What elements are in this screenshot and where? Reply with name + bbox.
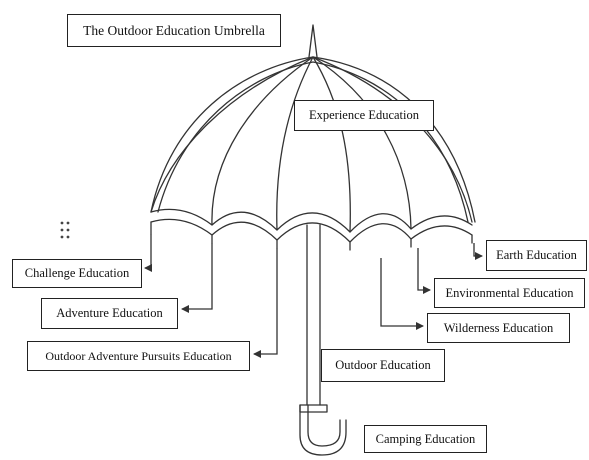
connector-adventure (181, 243, 213, 313)
label-environmental-education: Environmental Education (434, 278, 585, 308)
label-experience-education: Experience Education (294, 100, 434, 131)
umbrella-canopy-outline-inner (157, 61, 469, 223)
drag-handle-icon[interactable] (59, 220, 71, 240)
umbrella-handle (299, 404, 347, 456)
label-challenge-education: Challenge Education (12, 259, 142, 288)
label-outdoor-adventure-pursuits-education: Outdoor Adventure Pursuits Education (27, 341, 250, 371)
connector-environmental (417, 248, 431, 294)
umbrella-rib (312, 56, 351, 233)
label-wilderness-education: Wilderness Education (427, 313, 570, 343)
label-earth-education: Earth Education (486, 240, 587, 271)
umbrella-canopy-outline (150, 56, 476, 223)
umbrella-hem (150, 208, 473, 233)
umbrella-rib (312, 56, 412, 230)
umbrella-rib (312, 56, 473, 223)
connector-earth (473, 243, 483, 260)
connector-oap (253, 248, 278, 358)
umbrella-rib (276, 56, 314, 231)
label-camping-education: Camping Education (364, 425, 487, 453)
label-outdoor-education: Outdoor Education (321, 349, 445, 382)
umbrella-shaft (306, 224, 321, 406)
umbrella-finial (308, 24, 318, 58)
connector-challenge (144, 234, 152, 272)
diagram-title: The Outdoor Education Umbrella (67, 14, 281, 47)
umbrella-rib (211, 56, 314, 226)
umbrella-rib (150, 56, 314, 213)
connector-wilderness (380, 258, 424, 330)
umbrella-hem-inner (150, 218, 473, 243)
label-adventure-education: Adventure Education (41, 298, 178, 329)
